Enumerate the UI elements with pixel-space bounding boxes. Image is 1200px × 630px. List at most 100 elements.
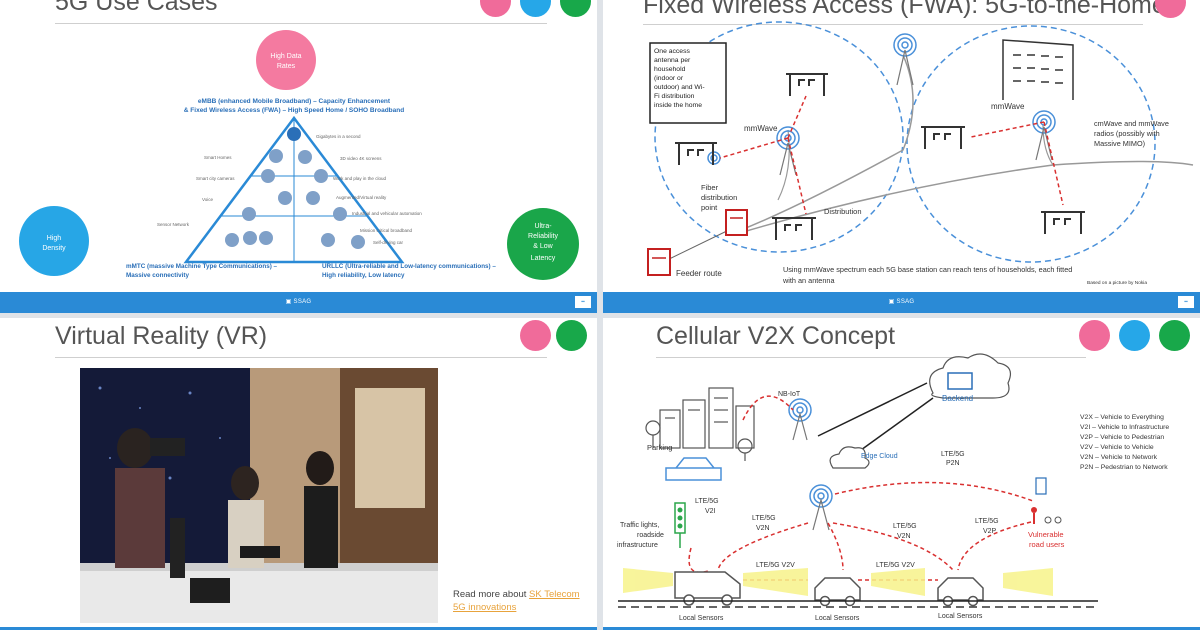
pink-dot-icon bbox=[480, 0, 511, 17]
feeder-cabinet-icon bbox=[647, 248, 671, 276]
svg-text:Fi distribution: Fi distribution bbox=[654, 93, 695, 100]
svg-text:V2V – Vehicle to Vehicle: V2V – Vehicle to Vehicle bbox=[1080, 444, 1154, 451]
footer-logo: ▣ SSAG bbox=[285, 299, 312, 305]
svg-text:Backend: Backend bbox=[942, 394, 973, 403]
slide-5g-use-cases: 5G Use Cases High Data Rates High Densit… bbox=[0, 0, 597, 313]
svg-text:V2N: V2N bbox=[756, 525, 770, 532]
high-density-bubble bbox=[19, 206, 89, 276]
slide-title: Fixed Wireless Access (FWA): 5G-to-the-H… bbox=[643, 0, 1166, 19]
bubble-text: High bbox=[47, 235, 62, 242]
bubble-text: Latency bbox=[531, 255, 556, 262]
svg-text:V2I – Vehicle to Infrastructur: V2I – Vehicle to Infrastructure bbox=[1080, 424, 1169, 431]
use-case-label: Augmented/Virtual reality bbox=[336, 195, 387, 200]
house-icon bbox=[675, 73, 1085, 240]
svg-text:point: point bbox=[701, 203, 718, 212]
parked-car-icon bbox=[665, 457, 722, 481]
svg-text:distribution: distribution bbox=[701, 193, 737, 202]
sk-telecom-link[interactable]: SK Telecom bbox=[529, 589, 580, 600]
use-case-label: Smart city cameras bbox=[196, 176, 235, 181]
fwa-diagram: One access antenna per household (indoor… bbox=[647, 21, 1194, 286]
use-case-label: Industrial and vehicular automation bbox=[352, 211, 422, 216]
svg-text:NB-IoT: NB-IoT bbox=[778, 391, 801, 398]
embb-heading: eMBB (enhanced Mobile Broadband) – Capac… bbox=[198, 98, 391, 105]
svg-text:Local Sensors: Local Sensors bbox=[938, 613, 983, 620]
mmtc-caption: mMTC (massive Machine Type Communication… bbox=[126, 263, 278, 270]
bubble-text: Ultra- bbox=[534, 223, 552, 230]
fiber-line bbox=[740, 54, 914, 231]
v2x-legend: V2X – Vehicle to Everything V2I – Vehicl… bbox=[1080, 414, 1169, 471]
radio-link-arrow bbox=[719, 95, 1064, 215]
use-case-label: Mission critical broadband bbox=[360, 228, 413, 233]
title-rule bbox=[55, 357, 547, 358]
5g-innovations-link[interactable]: 5G innovations bbox=[453, 602, 517, 613]
svg-text:inside the home: inside the home bbox=[654, 102, 702, 109]
read-more-text: Read more about SK Telecom 5G innovation… bbox=[453, 589, 580, 613]
note-box bbox=[649, 42, 727, 124]
slide-virtual-reality: Virtual Reality (VR) bbox=[0, 318, 597, 630]
use-case-label: Sensor Network bbox=[157, 222, 190, 227]
svg-text:cmWave and mmWave: cmWave and mmWave bbox=[1094, 119, 1169, 128]
svg-text:Distribution: Distribution bbox=[824, 207, 862, 216]
tree-icon bbox=[645, 420, 753, 461]
apartment-building-icon bbox=[1002, 39, 1074, 100]
car-icon bbox=[814, 577, 861, 601]
slide-title: 5G Use Cases bbox=[55, 0, 218, 16]
svg-text:LTE/5G: LTE/5G bbox=[752, 515, 776, 522]
fiber-distribution-point-icon bbox=[725, 209, 748, 236]
title-rule bbox=[643, 24, 1143, 25]
vr-demo-photo bbox=[80, 368, 438, 623]
svg-text:P2N – Pedestrian to Network: P2N – Pedestrian to Network bbox=[1080, 464, 1168, 471]
bubble-text: Reliability bbox=[528, 233, 558, 240]
svg-text:LTE/5G: LTE/5G bbox=[893, 523, 917, 530]
city-buildings-icon bbox=[659, 387, 755, 449]
pedestrian-icon bbox=[1031, 507, 1037, 513]
svg-text:V2P: V2P bbox=[983, 528, 997, 535]
v2x-diagram: Parking NB-IoT Backend Edge Cloud LTE/5G… bbox=[617, 353, 1169, 622]
phone-icon bbox=[1035, 477, 1047, 495]
svg-text:antenna per: antenna per bbox=[654, 57, 691, 64]
bubble-text: High Data bbox=[270, 53, 301, 60]
svg-text:Parking: Parking bbox=[647, 443, 672, 452]
slide-cellular-v2x: Cellular V2X Concept Parking NB-IoT Bac bbox=[603, 318, 1200, 630]
svg-text:(indoor or: (indoor or bbox=[654, 75, 684, 82]
use-case-label: Self-driving car bbox=[373, 240, 404, 245]
central-antenna-icon bbox=[809, 484, 833, 508]
svg-text:Local Sensors: Local Sensors bbox=[815, 615, 860, 622]
pink-dot-icon bbox=[520, 320, 551, 351]
svg-text:Edge Cloud: Edge Cloud bbox=[861, 453, 898, 460]
svg-text:Traffic lights,: Traffic lights, bbox=[620, 522, 659, 529]
svg-text:One access: One access bbox=[654, 48, 690, 55]
svg-text:Local Sensors: Local Sensors bbox=[679, 615, 724, 622]
pink-dot-icon bbox=[1155, 0, 1186, 18]
svg-text:V2X – Vehicle to Everything: V2X – Vehicle to Everything bbox=[1080, 414, 1164, 421]
bubble-text: & Low bbox=[533, 243, 553, 250]
svg-text:V2P – Vehicle to Pedestrian: V2P – Vehicle to Pedestrian bbox=[1080, 434, 1164, 441]
green-dot-icon bbox=[1159, 320, 1190, 351]
use-case-label: Voice bbox=[202, 197, 214, 202]
svg-text:LTE/5G: LTE/5G bbox=[975, 518, 999, 525]
pink-dot-icon bbox=[1079, 320, 1110, 351]
footer-badge: ▪▪ bbox=[575, 296, 591, 308]
svg-text:outdoor) and Wi-: outdoor) and Wi- bbox=[654, 84, 705, 91]
svg-text:Fiber: Fiber bbox=[701, 183, 719, 192]
fiber-line bbox=[742, 160, 1194, 233]
svg-text:V2N – Vehicle to Network: V2N – Vehicle to Network bbox=[1080, 454, 1158, 461]
backend-cloud-icon bbox=[929, 353, 1011, 399]
mmtc-caption: Massive connectivity bbox=[126, 272, 189, 279]
svg-text:infrastructure: infrastructure bbox=[617, 542, 658, 549]
slide-footer bbox=[0, 627, 597, 630]
use-case-label: Gigabytes in a second bbox=[316, 134, 361, 139]
svg-text:with an antenna: with an antenna bbox=[782, 276, 835, 285]
svg-text:household: household bbox=[654, 66, 686, 73]
urllc-caption: URLLC (Ultra-reliable and Low-latency co… bbox=[322, 263, 496, 270]
green-dot-icon bbox=[560, 0, 591, 17]
bubble-text: Density bbox=[42, 245, 66, 252]
van-icon bbox=[674, 571, 741, 599]
svg-text:Massive MIMO): Massive MIMO) bbox=[1094, 139, 1145, 148]
svg-text:LTE/5G: LTE/5G bbox=[695, 498, 719, 505]
low-latency-bubble bbox=[507, 208, 579, 280]
bubble-text: Rates bbox=[277, 63, 296, 70]
slide-title: Cellular V2X Concept bbox=[656, 322, 896, 350]
green-dot-icon bbox=[556, 320, 587, 351]
svg-text:V2I: V2I bbox=[705, 508, 716, 515]
